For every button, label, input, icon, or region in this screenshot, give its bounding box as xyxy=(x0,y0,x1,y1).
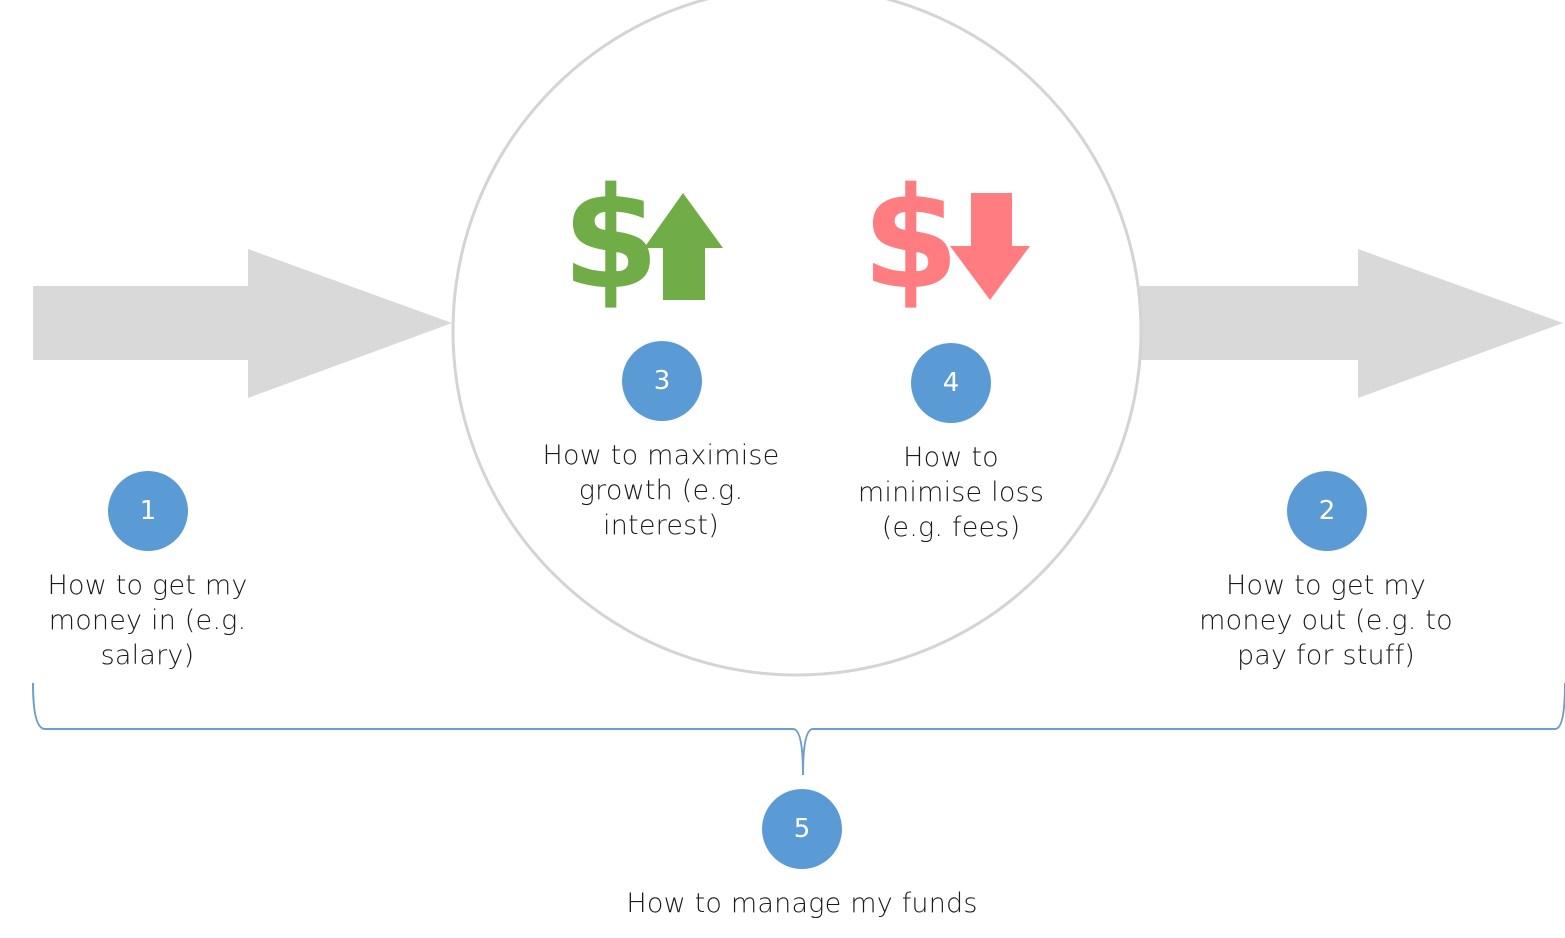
down-arrow-icon xyxy=(950,193,1030,300)
step-3-badge: 3 xyxy=(622,341,702,421)
step-1-badge: 1 xyxy=(108,471,188,551)
money-in-arrow xyxy=(33,249,452,398)
step-5-label: How to manage my funds xyxy=(626,888,978,919)
funds-circle xyxy=(451,0,1143,677)
money-out-arrow xyxy=(1140,249,1563,398)
dollar-growth-icon: $ xyxy=(562,158,660,321)
step-1-label: How to get my money in (e.g. salary) xyxy=(47,570,248,671)
step-3-label: How to maximise growth (e.g. interest) xyxy=(542,440,780,541)
dollar-loss-icon: $ xyxy=(862,158,960,321)
up-arrow-icon xyxy=(644,193,723,300)
curly-brace xyxy=(32,682,1565,776)
step-2-badge: 2 xyxy=(1287,471,1367,551)
step-4-label: How to minimise loss (e.g. fees) xyxy=(857,442,1045,543)
step-5-badge: 5 xyxy=(762,789,842,869)
step-4-badge: 4 xyxy=(911,343,991,423)
step-2-label: How to get my money out (e.g. to pay for… xyxy=(1199,570,1453,671)
